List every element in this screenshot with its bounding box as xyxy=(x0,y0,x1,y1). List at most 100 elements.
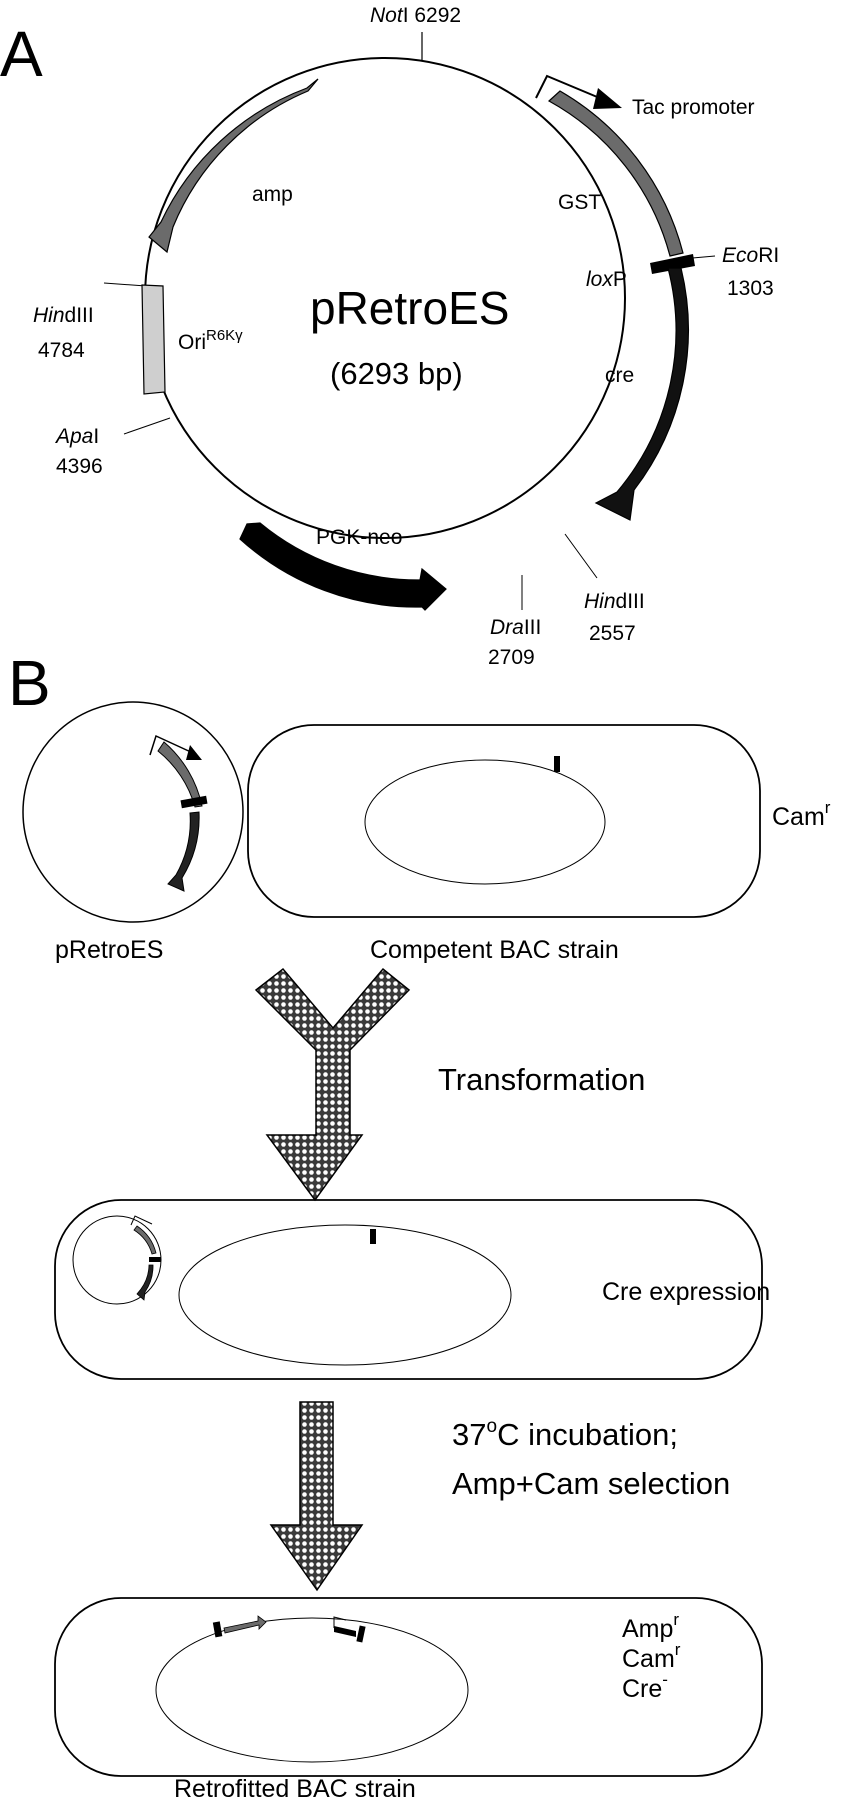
ampr-superscript: r xyxy=(673,1610,679,1629)
bac-loxp-mark-2 xyxy=(370,1229,376,1244)
loxp-rest: P xyxy=(613,268,627,291)
incubation-degree: o xyxy=(486,1416,497,1437)
retro-tac-arrow xyxy=(333,1616,347,1628)
hindiii-right-position: 2557 xyxy=(589,622,636,645)
hindiii-left-label: HindIII xyxy=(33,304,94,327)
noti-rest: I 6292 xyxy=(403,4,461,27)
hindiii-right-tick xyxy=(564,533,598,579)
apai-label: ApaI xyxy=(54,425,99,448)
hindiii-left-italic: Hin xyxy=(33,304,65,327)
competent-bac-cell xyxy=(247,724,761,918)
small-plasmid xyxy=(22,701,244,923)
loxp-italic: lox xyxy=(586,268,614,291)
tac-promoter-arrow-line xyxy=(535,74,603,100)
retro-loxp-mark-right xyxy=(356,1625,366,1643)
hindiii-left-tick xyxy=(103,282,147,287)
apai-italic: Apa xyxy=(54,425,93,448)
retrofitted-bac-cell xyxy=(54,1597,763,1777)
ori-superscript: R6Kγ xyxy=(206,327,243,344)
competent-bac-label: Competent BAC strain xyxy=(370,936,619,964)
small-tac-arrowhead xyxy=(186,745,202,760)
apai-tick xyxy=(123,417,171,435)
pgk-neo-arrow xyxy=(239,522,447,611)
tac-promoter-arrowhead xyxy=(593,88,622,109)
small-cre-arrow xyxy=(167,811,200,892)
apai-rest: I xyxy=(93,425,99,448)
ecori-label: EcoRI xyxy=(722,244,779,267)
mini-cre-arrow xyxy=(136,1264,154,1301)
bac-loxp-mark-1 xyxy=(554,756,560,772)
camr2-superscript: r xyxy=(675,1640,681,1659)
hindiii-left-position: 4784 xyxy=(38,339,85,362)
hindiii-right-rest: dIII xyxy=(616,590,645,613)
incubation-rest: C incubation; xyxy=(497,1417,678,1452)
cre-label: cre xyxy=(605,364,634,387)
ecori-italic: Eco xyxy=(722,244,759,267)
cre-expression-cell xyxy=(54,1199,763,1380)
small-plasmid-circle xyxy=(22,701,244,923)
plasmid-size: (6293 bp) xyxy=(330,356,463,391)
cre-expression-label: Cre expression xyxy=(602,1278,770,1306)
mini-gst-segment xyxy=(133,1225,157,1255)
plasmid-name: pRetroES xyxy=(310,282,509,334)
bac-ellipse-2 xyxy=(178,1224,512,1366)
ampr-main: Amp xyxy=(622,1615,673,1643)
tac-promoter-label: Tac promoter xyxy=(632,96,755,119)
ori-main: Ori xyxy=(178,331,206,354)
cre-minus-main: Cre xyxy=(622,1675,662,1703)
loxp-label: loxP xyxy=(586,268,627,291)
plasmid-map xyxy=(103,32,716,611)
small-loxp-box xyxy=(180,795,208,809)
retro-gst-fragment xyxy=(334,1626,356,1637)
incubation-line-1: 37oC incubation; xyxy=(452,1416,678,1452)
noti-label: NotI 6292 xyxy=(370,4,461,27)
small-tac-arrow xyxy=(149,734,194,756)
incubation-line-2: Amp+Cam selection xyxy=(452,1466,730,1501)
panel-a-label: A xyxy=(0,18,43,90)
amp-label: amp xyxy=(252,183,293,206)
incubation-temp: 37 xyxy=(452,1417,486,1452)
draiii-position: 2709 xyxy=(488,646,535,669)
cre-arrow xyxy=(594,267,689,521)
amp-arrow xyxy=(148,78,319,254)
hindiii-right-italic: Hin xyxy=(584,590,616,613)
camr-main: Cam xyxy=(772,803,825,831)
gst-segment xyxy=(547,90,684,257)
bac-ellipse-3 xyxy=(155,1617,469,1763)
hindiii-right-label: HindIII xyxy=(584,590,645,613)
draiii-rest: III xyxy=(524,616,542,639)
camr2-label: Camr xyxy=(622,1640,681,1673)
camr2-main: Cam xyxy=(622,1645,675,1673)
camr-label: Camr xyxy=(772,798,831,831)
bac-ellipse-1 xyxy=(364,759,606,885)
ecori-position: 1303 xyxy=(727,277,774,300)
retrofitted-label: Retrofitted BAC strain xyxy=(174,1775,416,1800)
retro-amp-arrow xyxy=(223,1615,267,1634)
plasmid-b-label: pRetroES xyxy=(55,936,163,964)
apai-position: 4396 xyxy=(56,455,103,478)
ori-r6k-segment xyxy=(141,284,166,395)
selection-arrow xyxy=(269,1401,364,1592)
draiii-label: DraIII xyxy=(490,616,541,639)
pgk-neo-label: PGK-neo xyxy=(316,526,402,549)
draiii-italic: Dra xyxy=(490,616,524,639)
ampr-label: Ampr xyxy=(622,1610,679,1643)
retro-loxp-mark-left xyxy=(212,1621,223,1638)
small-gst-segment xyxy=(157,741,203,808)
mini-tac-arrow xyxy=(130,1215,153,1226)
merge-arrow xyxy=(254,967,411,1202)
ecori-rest: RI xyxy=(758,244,779,267)
noti-italic: Not xyxy=(370,4,404,27)
camr-superscript: r xyxy=(825,798,831,817)
gst-label: GST xyxy=(558,191,601,214)
loxp-box xyxy=(650,254,695,274)
cre-minus-superscript: - xyxy=(662,1670,668,1689)
mini-loxp-box xyxy=(149,1257,161,1262)
cre-minus-label: Cre- xyxy=(622,1670,668,1703)
transformation-label: Transformation xyxy=(438,1062,645,1097)
panel-b-label: B xyxy=(8,647,51,719)
hindiii-left-rest: dIII xyxy=(65,304,94,327)
ori-label: OriR6Kγ xyxy=(178,327,243,354)
mini-plasmid-circle xyxy=(72,1215,162,1305)
